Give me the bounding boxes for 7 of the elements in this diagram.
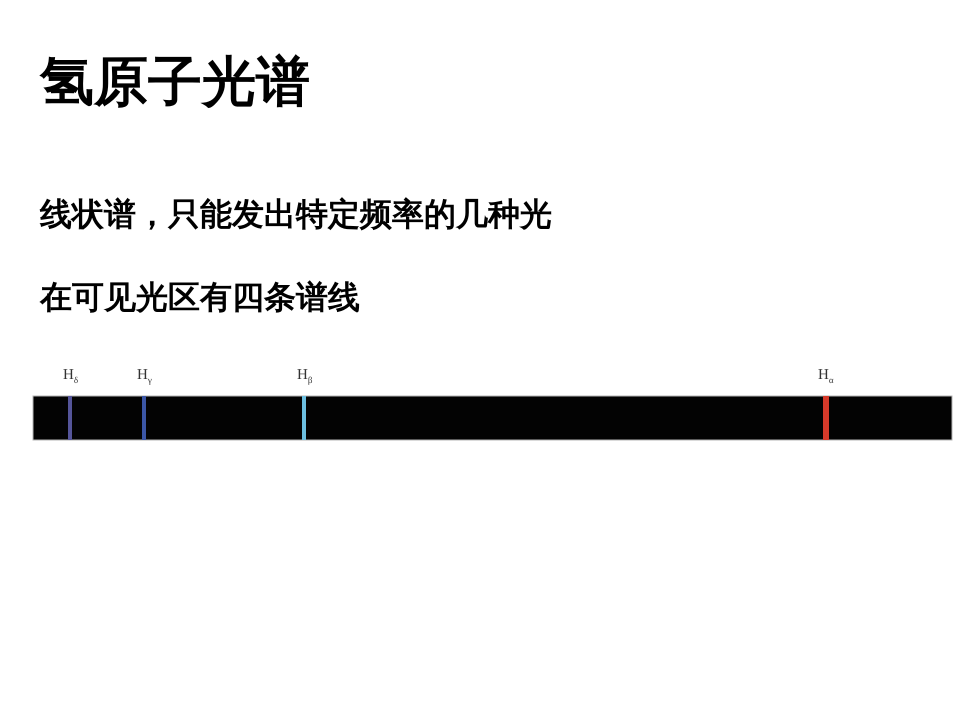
body-text: 线状谱，只能发出特定频率的几种光 — [40, 194, 552, 234]
line-label: H$_{γ}$ — [137, 366, 152, 387]
line-label: H$_{β}$ — [297, 366, 312, 387]
body-text: 在可见光区有四条谱线 — [40, 277, 360, 317]
slide-title: 氢原子光谱 — [40, 50, 310, 114]
line-label: H$_{δ}$ — [63, 366, 78, 387]
line-label: H$_{α}$ — [818, 366, 834, 387]
